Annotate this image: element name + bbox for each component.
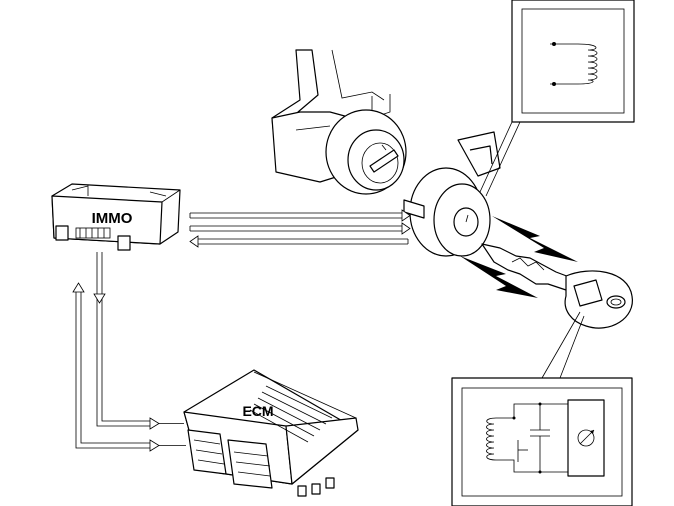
- signal-bolt-lower: [460, 256, 538, 298]
- signal-bolt-upper: [492, 216, 578, 262]
- ignition-key: [481, 243, 633, 329]
- ecm-label: ECM: [242, 403, 273, 419]
- coil-detail-inset: [479, 0, 635, 197]
- transponder-detail-inset: [451, 311, 633, 506]
- immo-label: IMMO: [92, 210, 133, 227]
- antenna-coil-ring: [403, 131, 501, 257]
- immo-ecm-signal-lines: [72, 252, 186, 452]
- immo-coil-signal-lines: [189, 209, 411, 248]
- ignition-lock-cylinder: [325, 109, 407, 195]
- immo-module: IMMO: [51, 183, 181, 251]
- ecm-module: ECM: [183, 369, 359, 497]
